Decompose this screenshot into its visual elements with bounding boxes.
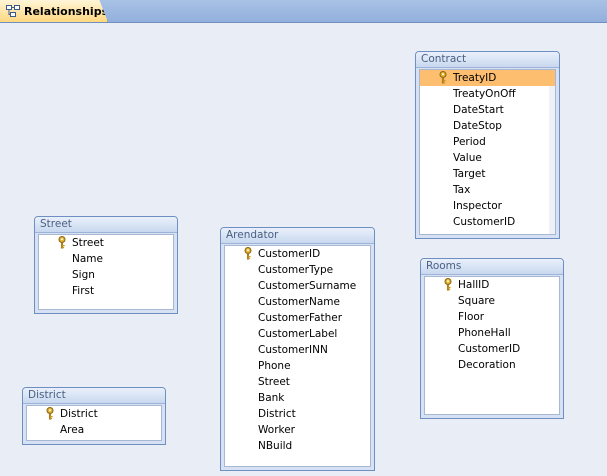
field-label: Square — [458, 295, 495, 307]
scrollbar[interactable] — [549, 70, 555, 234]
field-row[interactable]: Tax — [420, 182, 555, 198]
field-label: Tax — [453, 184, 471, 196]
field-label: CustomerINN — [258, 344, 328, 356]
field-row[interactable]: Period — [420, 134, 555, 150]
field-label: Sign — [72, 269, 95, 281]
table-title[interactable]: Rooms — [421, 259, 563, 275]
field-row[interactable]: Street — [39, 235, 173, 251]
field-label: CustomerType — [258, 264, 334, 276]
field-label: Floor — [458, 311, 485, 323]
relationships-icon — [6, 5, 20, 17]
primary-key-icon — [439, 71, 447, 84]
field-row[interactable]: PhoneHall — [425, 325, 559, 341]
field-label: TreatyID — [453, 72, 497, 84]
field-label: District — [258, 408, 296, 420]
field-row[interactable]: NBuild — [225, 438, 370, 454]
field-row[interactable]: Square — [425, 293, 559, 309]
field-row[interactable]: Sign — [39, 267, 173, 283]
field-row[interactable]: District — [27, 406, 161, 422]
field-label: NBuild — [258, 440, 293, 452]
field-label: CustomerSurname — [258, 280, 357, 292]
field-row[interactable]: Value — [420, 150, 555, 166]
table-title[interactable]: Street — [35, 217, 177, 233]
field-label: Area — [60, 424, 85, 436]
field-label: TreatyOnOff — [453, 88, 516, 100]
document-tab-bar: Relationships — [0, 0, 607, 23]
field-row[interactable]: Area — [27, 422, 161, 438]
field-label: Bank — [258, 392, 285, 404]
field-row[interactable]: Phone — [225, 358, 370, 374]
primary-key-icon — [244, 247, 252, 260]
table-title[interactable]: District — [23, 388, 165, 404]
field-label: Target — [453, 168, 486, 180]
field-label: HallID — [458, 279, 490, 291]
field-label: Decoration — [458, 359, 516, 371]
field-row[interactable]: CustomerType — [225, 262, 370, 278]
primary-key-icon — [444, 278, 452, 291]
field-row[interactable]: Name — [39, 251, 173, 267]
field-row[interactable]: Bank — [225, 390, 370, 406]
field-row[interactable]: HallID — [425, 277, 559, 293]
field-label: Worker — [258, 424, 295, 436]
field-label: DateStop — [453, 120, 502, 132]
field-label: CustomerLabel — [258, 328, 338, 340]
field-label: Value — [453, 152, 482, 164]
primary-key-icon — [58, 236, 66, 249]
field-row[interactable]: DateStart — [420, 102, 555, 118]
field-row[interactable]: CustomerID — [425, 341, 559, 357]
field-label: DateStart — [453, 104, 504, 116]
field-row[interactable]: Target — [420, 166, 555, 182]
primary-key-icon — [46, 407, 54, 420]
field-label: Inspector — [453, 200, 502, 212]
field-label: Street — [72, 237, 104, 249]
field-label: District — [60, 408, 98, 420]
field-row[interactable]: CustomerID — [225, 246, 370, 262]
field-row[interactable]: Inspector — [420, 198, 555, 214]
field-row[interactable]: DateStop — [420, 118, 555, 134]
field-label: CustomerName — [258, 296, 340, 308]
field-label: CustomerID — [258, 248, 321, 260]
field-row[interactable]: Floor — [425, 309, 559, 325]
field-row[interactable]: CustomerName — [225, 294, 370, 310]
field-row[interactable]: District — [225, 406, 370, 422]
field-label: CustomerID — [458, 343, 521, 355]
field-label: CustomerID — [453, 216, 516, 228]
field-label: CustomerFather — [258, 312, 343, 324]
field-row[interactable]: Decoration — [425, 357, 559, 373]
table-title[interactable]: Contract — [416, 52, 559, 68]
field-row[interactable]: CustomerINN — [225, 342, 370, 358]
field-row[interactable]: TreatyID — [420, 70, 555, 86]
field-row[interactable]: CustomerSurname — [225, 278, 370, 294]
field-label: Street — [258, 376, 290, 388]
field-row[interactable]: CustomerFather — [225, 310, 370, 326]
tab-relationships[interactable]: Relationships — [0, 0, 108, 22]
field-row[interactable]: First — [39, 283, 173, 299]
field-label: Phone — [258, 360, 291, 372]
field-row[interactable]: CustomerLabel — [225, 326, 370, 342]
field-row[interactable]: Street — [225, 374, 370, 390]
field-label: PhoneHall — [458, 327, 511, 339]
field-label: First — [72, 285, 95, 297]
tab-label: Relationships — [24, 4, 109, 18]
field-label: Period — [453, 136, 486, 148]
table-title[interactable]: Arendator — [221, 228, 374, 244]
field-row[interactable]: TreatyOnOff — [420, 86, 555, 102]
field-row[interactable]: Worker — [225, 422, 370, 438]
field-row[interactable]: CustomerID — [420, 214, 555, 230]
field-label: Name — [72, 253, 103, 265]
